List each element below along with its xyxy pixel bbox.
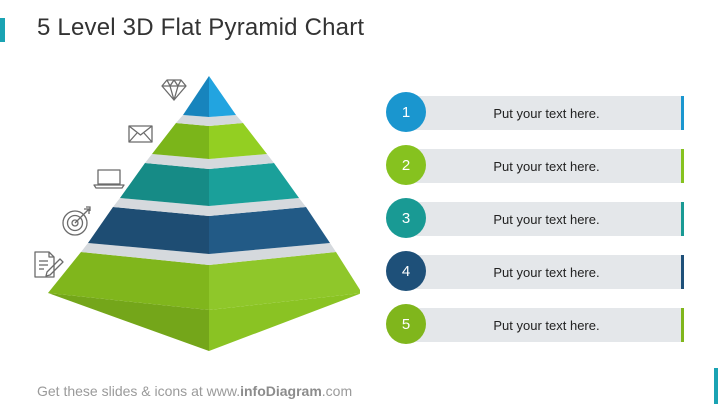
document-edit-icon <box>34 251 64 278</box>
footer-brand: infoDiagram <box>240 383 322 399</box>
item-text[interactable]: Put your text here. <box>493 105 600 121</box>
footer-credit: Get these slides & icons at www.infoDiag… <box>37 383 352 399</box>
pyramid-level-2-right <box>209 123 267 159</box>
pyramid-level-5-left-face <box>48 252 209 310</box>
text-bar <box>406 255 681 289</box>
target-icon <box>62 206 91 236</box>
diamond-icon <box>161 79 187 101</box>
pyramid-level-3-right <box>209 163 299 206</box>
pyramid-gap-4 <box>81 243 336 265</box>
number-badge: 1 <box>386 92 426 132</box>
pyramid-gap-1 <box>176 115 243 126</box>
pyramid-level-3-left <box>120 163 209 206</box>
pyramid-gap-3 <box>113 198 306 216</box>
slide-title: 5 Level 3D Flat Pyramid Chart <box>37 14 365 41</box>
right-accent-bar <box>714 368 718 404</box>
item-text[interactable]: Put your text here. <box>493 158 600 174</box>
pyramid-level-1-right <box>209 76 236 117</box>
item-text[interactable]: Put your text here. <box>493 264 600 280</box>
footer-suffix: .com <box>321 383 353 399</box>
text-bar <box>406 149 681 183</box>
text-bar <box>406 202 681 236</box>
bar-endcap <box>681 96 684 130</box>
bar-endcap <box>681 202 684 236</box>
number-badge: 5 <box>386 304 426 344</box>
pyramid-level-1-left <box>183 76 209 117</box>
list-item: 1 Put your text here. <box>384 92 684 132</box>
list-item: 2 Put your text here. <box>384 145 684 185</box>
pyramid-level-4-left <box>88 207 209 254</box>
pyramid-level-4-right <box>209 207 330 254</box>
bar-endcap <box>681 255 684 289</box>
item-text[interactable]: Put your text here. <box>493 211 600 227</box>
footer-prefix: Get these slides & icons at www. <box>37 383 241 399</box>
list-item: 5 Put your text here. <box>384 304 684 344</box>
number-badge: 4 <box>386 251 426 291</box>
text-bar <box>406 308 681 342</box>
list-item: 3 Put your text here. <box>384 198 684 238</box>
number-badge: 3 <box>386 198 426 238</box>
pyramid-level-5-right-face <box>209 252 360 310</box>
pyramid-gap-2 <box>145 154 274 169</box>
left-accent-bar <box>0 18 5 42</box>
text-bar <box>406 96 681 130</box>
item-text[interactable]: Put your text here. <box>493 317 600 333</box>
pyramid-level-2-left <box>152 123 209 159</box>
bar-endcap <box>681 149 684 183</box>
pyramid-level-5-right <box>209 293 360 351</box>
text-list: 1 Put your text here. 2 Put your text he… <box>384 0 684 404</box>
laptop-icon <box>93 169 125 189</box>
number-badge: 2 <box>386 145 426 185</box>
list-item: 4 Put your text here. <box>384 251 684 291</box>
pyramid-level-5-left <box>48 293 209 351</box>
envelope-icon <box>128 125 153 143</box>
pyramid-diagram <box>48 76 360 351</box>
bar-endcap <box>681 308 684 342</box>
